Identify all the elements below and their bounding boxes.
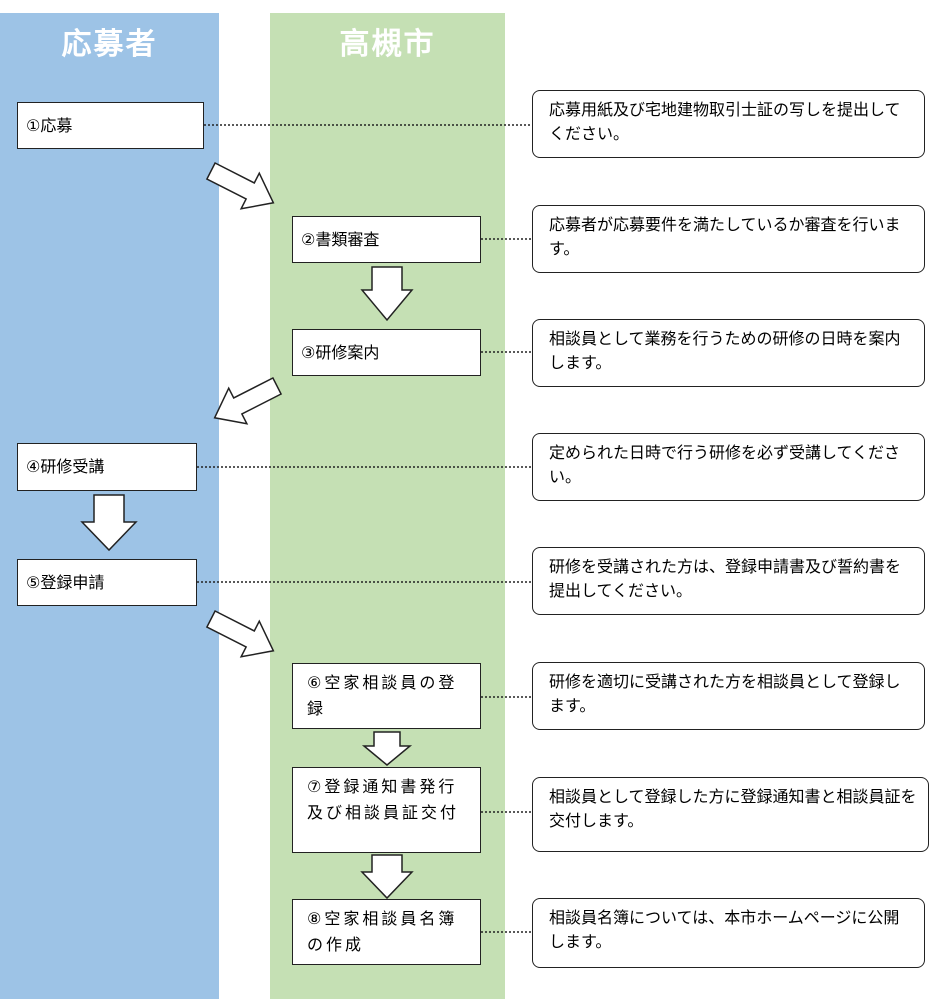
step-8-label: ⑧空家相談員名簿の作成 — [307, 909, 458, 954]
note-4: 定められた日時で行う研修を必ず受講してください。 — [532, 433, 925, 501]
step-7-label: ⑦登録通知書発行及び相談員証交付 — [307, 777, 460, 822]
step-5-label: ⑤登録申請 — [26, 572, 105, 592]
note-1: 応募用紙及び宅地建物取引士証の写しを提出してください。 — [532, 90, 925, 158]
note-7: 相談員として登録した方に登録通知書と相談員証を交付します。 — [532, 777, 929, 852]
step-3-label: ③研修案内 — [301, 342, 380, 362]
note-8: 相談員名簿については、本市ホームページに公開します。 — [532, 898, 925, 968]
note-6: 研修を適切に受講された方を相談員として登録します。 — [532, 662, 925, 730]
step-6-label: ⑥空家相談員の登録 — [307, 673, 458, 718]
lane-title-applicant: 応募者 — [61, 27, 158, 62]
note-5: 研修を受講された方は、登録申請書及び誓約書を提出してください。 — [532, 547, 925, 615]
step-4-label: ④研修受講 — [26, 457, 105, 476]
step-5-registration-application: ⑤登録申請 — [17, 559, 197, 606]
step-2-document-screening: ②書類審査 — [292, 216, 481, 263]
lane-applicant: 応募者 — [0, 13, 219, 999]
note-3: 相談員として業務を行うための研修の日時を案内します。 — [532, 319, 925, 387]
lane-title-city: 高槻市 — [339, 27, 436, 62]
note-2: 応募者が応募要件を満たしているか審査を行います。 — [532, 205, 925, 273]
step-1-label: ①応募 — [26, 115, 73, 135]
step-8-roster-creation: ⑧空家相談員名簿の作成 — [292, 899, 481, 965]
step-4-training-attendance: ④研修受講 — [17, 443, 197, 491]
step-1-apply: ①応募 — [17, 102, 204, 149]
step-6-registration: ⑥空家相談員の登録 — [292, 663, 481, 729]
step-2-label: ②書類審査 — [301, 229, 380, 249]
step-7-notice-and-card: ⑦登録通知書発行及び相談員証交付 — [292, 767, 481, 853]
step-3-training-notice: ③研修案内 — [292, 329, 481, 376]
